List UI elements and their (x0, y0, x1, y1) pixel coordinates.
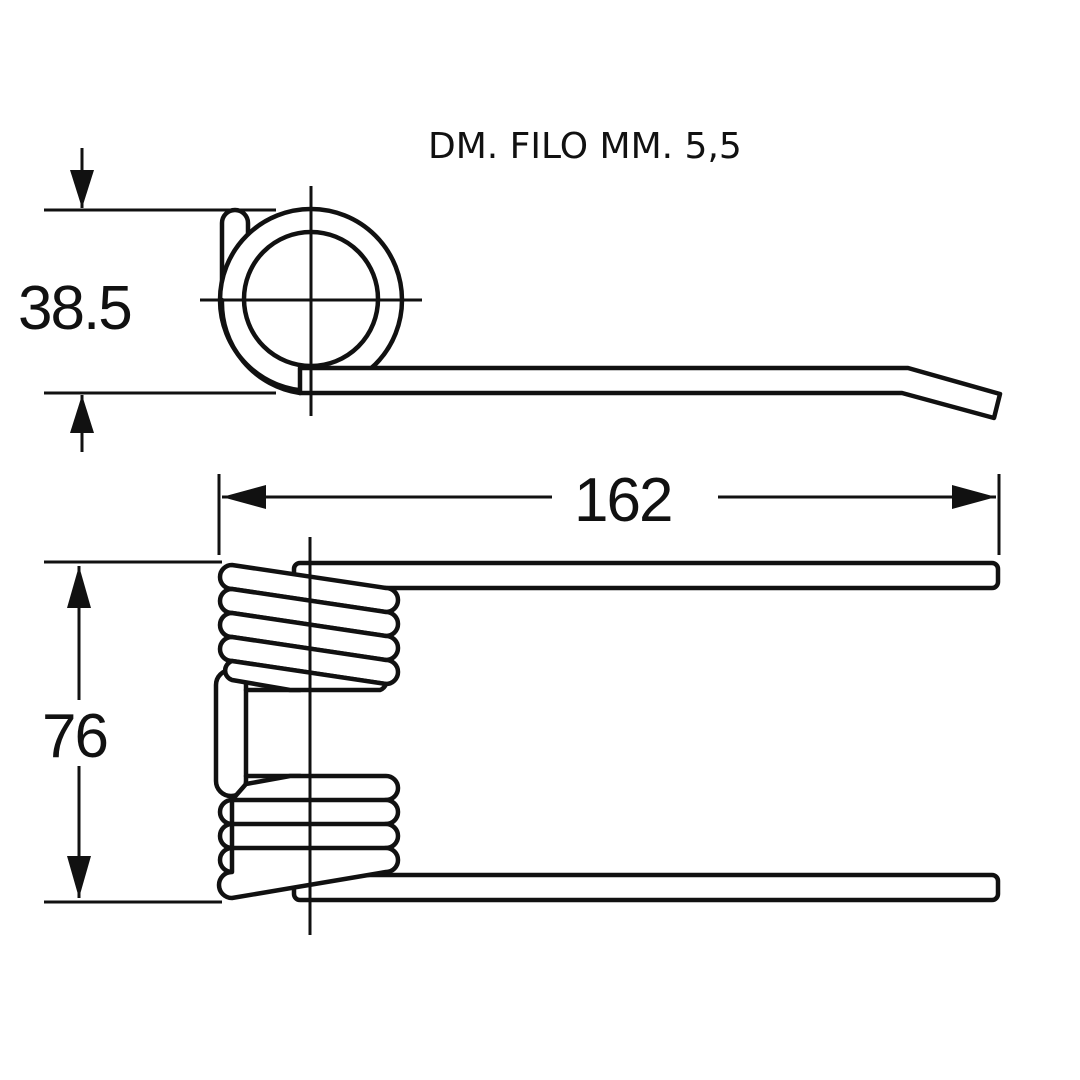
tine-arm-upper (291, 560, 1001, 591)
arrow-down-icon (70, 170, 94, 208)
dimension-text-background (40, 700, 126, 766)
arrow-left-icon (222, 485, 266, 509)
arrow-up-icon (70, 395, 94, 433)
overall-length-dimension: 162 (574, 466, 671, 535)
side-view: 38.5 (18, 148, 1003, 452)
overall-width-dimension: 76 (42, 702, 107, 771)
top-view: 76 (40, 537, 1001, 935)
connecting-loop (213, 667, 249, 799)
coil-height-dimension: 38.5 (18, 274, 131, 343)
coil-winding (222, 658, 389, 693)
tine-arm-side (297, 365, 1003, 421)
wire-diameter-note: DM. FILO MM. 5,5 (428, 126, 742, 167)
length-dimension: 162 (217, 466, 1001, 555)
tine-arm-lower (291, 872, 1001, 903)
arrow-down-icon (67, 856, 91, 898)
arrow-up-icon (67, 566, 91, 608)
arrow-right-icon (952, 485, 996, 509)
coil-lower-curve (219, 297, 303, 396)
